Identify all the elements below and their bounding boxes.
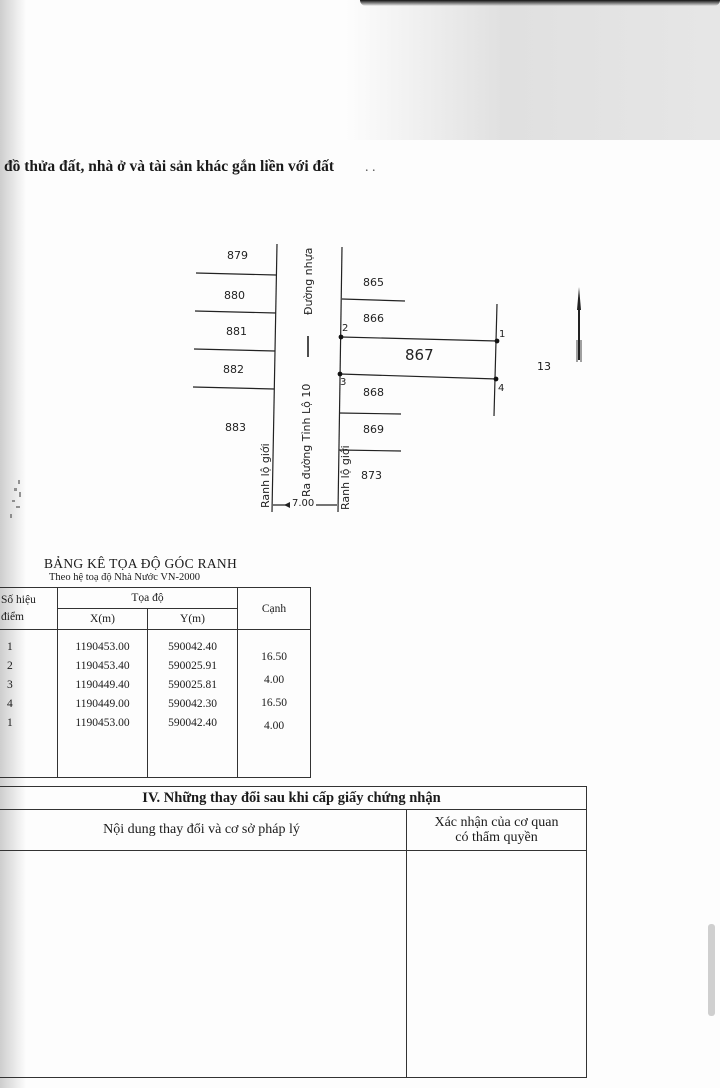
vertical-scrollbar[interactable]: [708, 924, 715, 1016]
stamp-fragment-icon: [10, 480, 21, 518]
parcel-880: 880: [224, 289, 245, 302]
point-id: 4: [7, 698, 13, 710]
authority-confirmation-cell[interactable]: [406, 850, 587, 1078]
road-label-tinh-lo-10: Ra đường Tỉnh Lộ 10: [300, 383, 313, 497]
parcel-873: 873: [361, 469, 382, 482]
point-2-label: 2: [342, 323, 349, 334]
header-edge: Cạnh: [237, 587, 311, 630]
header-y: Y(m): [147, 608, 238, 630]
edge-value: 16.50: [261, 651, 287, 663]
parcel-869: 869: [363, 423, 384, 436]
parcel-867-subject: 867: [405, 346, 434, 364]
y-column: 590042.40 590025.91 590025.81 590042.30 …: [147, 629, 238, 778]
x-value: 1190453.00: [75, 641, 130, 653]
point-3-label: 3: [340, 377, 347, 388]
point-id-column: 1 2 3 4 1: [0, 629, 58, 778]
far-right-label: 13: [537, 360, 551, 373]
y-value: 590042.40: [168, 717, 217, 729]
coordinate-table: Số hiệu điểm Tọa độ Cạnh X(m) Y(m) 1 2 3…: [0, 587, 311, 778]
coord-table-title: BẢNG KÊ TỌA ĐỘ GÓC RANH: [44, 556, 238, 571]
plot-map-lines: [192, 243, 582, 513]
header-point-id: Số hiệu điểm: [0, 587, 58, 630]
y-value: 590025.91: [168, 660, 217, 672]
edge-value: 4.00: [263, 720, 285, 732]
y-value: 590042.40: [168, 641, 217, 653]
coord-table-subtitle: Theo hệ toạ độ Nhà Nước VN-2000: [49, 572, 201, 583]
header-authority-confirmation: Xác nhận của cơ quan có thẩm quyền: [406, 809, 587, 851]
page-edge-shadow: [360, 0, 720, 6]
x-value: 1190453.00: [75, 717, 130, 729]
parcel-868: 868: [363, 386, 384, 399]
point-1-label: 1: [499, 329, 506, 340]
point-id: 2: [7, 660, 13, 672]
x-value: 1190449.00: [75, 698, 130, 710]
edge-value: 16.50: [261, 697, 287, 709]
x-column: 1190453.00 1190453.40 1190449.40 1190449…: [57, 629, 148, 778]
boundary-label-right: Ranh lộ giới: [339, 445, 352, 510]
section-heading: đồ thửa đất, nhà ở và tài sản khác gắn l…: [4, 158, 335, 175]
parcel-882: 882: [223, 363, 244, 376]
changes-table: IV. Những thay đổi sau khi cấp giấy chứn…: [0, 786, 587, 1078]
edge-column: 16.50 4.00 16.50 4.00: [237, 629, 311, 778]
plot-map: 879 880 881 882 883 865 866 867 868 869 …: [0, 0, 720, 540]
road-label-duong-nhua: Đường nhựa: [302, 247, 315, 315]
heading-trailing-marks: . .: [365, 160, 376, 175]
change-content-cell[interactable]: [0, 850, 407, 1078]
changes-section-title: IV. Những thay đổi sau khi cấp giấy chứn…: [0, 786, 587, 810]
point-id: 3: [7, 679, 13, 691]
header-x: X(m): [57, 608, 148, 630]
north-arrow-icon: [576, 287, 582, 362]
point-id: 1: [7, 717, 13, 729]
road-width-dimension: 7.00: [291, 498, 316, 509]
y-value: 590025.81: [168, 679, 217, 691]
header-coords: Tọa độ: [57, 587, 238, 609]
point-id: 1: [7, 641, 13, 653]
edge-value: 4.00: [263, 674, 285, 686]
parcel-879: 879: [227, 249, 248, 262]
parcel-866: 866: [363, 312, 384, 325]
x-value: 1190453.40: [75, 660, 130, 672]
point-4-label: 4: [498, 383, 505, 394]
boundary-label-left: Ranh lộ giới: [259, 443, 272, 508]
parcel-881: 881: [226, 325, 247, 338]
y-value: 590042.30: [168, 698, 217, 710]
x-value: 1190449.40: [75, 679, 130, 691]
header-change-content: Nội dung thay đổi và cơ sở pháp lý: [0, 809, 407, 851]
parcel-883: 883: [225, 421, 246, 434]
parcel-865: 865: [363, 276, 384, 289]
